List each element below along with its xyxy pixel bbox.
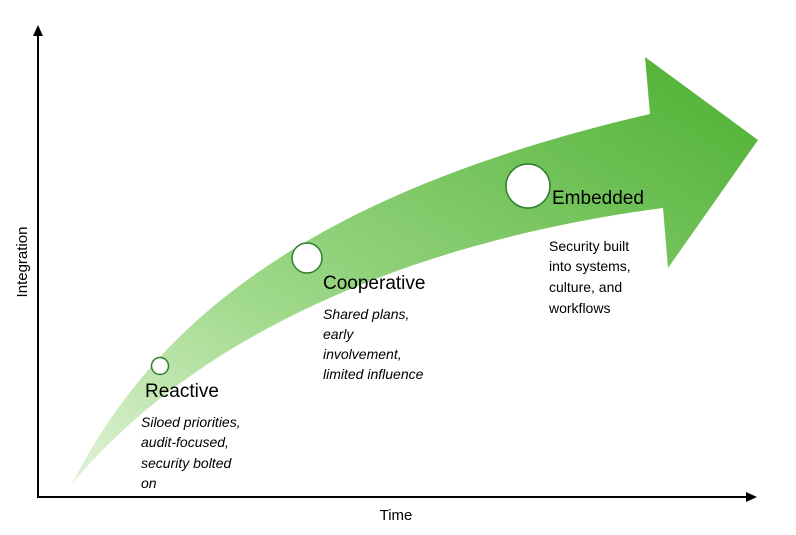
growth-arrow (72, 57, 758, 484)
stage-marker-embedded (505, 163, 551, 209)
y-axis-label: Integration (14, 227, 31, 298)
stage-desc-embedded: Security built into systems, culture, an… (548, 238, 635, 316)
stage-marker-reactive (150, 356, 170, 376)
stage-title-cooperative: Cooperative (323, 273, 425, 294)
x-axis-arrowhead (746, 492, 757, 502)
stage-title-reactive: Reactive (145, 381, 219, 402)
y-axis-arrowhead (33, 25, 43, 36)
stage-desc-reactive: Siloed priorities, audit-focused, securi… (141, 414, 245, 491)
stage-title-embedded: Embedded (552, 188, 644, 209)
stage-desc-cooperative: Shared plans, early involvement, limited… (323, 306, 424, 382)
x-axis-label: Time (380, 507, 413, 524)
stage-marker-cooperative (291, 242, 323, 274)
